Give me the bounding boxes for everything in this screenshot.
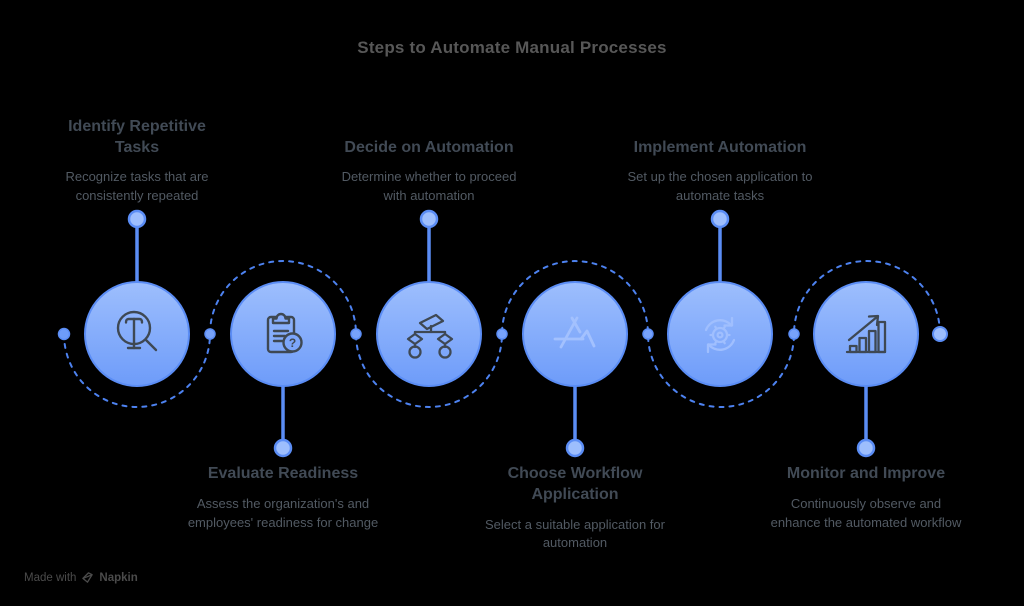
junction-dot <box>350 328 362 340</box>
step-node-implement <box>667 281 773 387</box>
app-store-icon <box>553 316 596 349</box>
junction-dot <box>496 328 508 340</box>
svg-text:?: ? <box>289 336 296 350</box>
junction-dot <box>204 328 216 340</box>
stem-dot <box>710 209 730 229</box>
growth-chart-icon <box>845 314 887 354</box>
step-description: Select a suitable application for automa… <box>485 516 665 551</box>
step-heading: Implement Automation <box>633 138 807 156</box>
step-text-evaluate: Evaluate Readiness Assess the organizati… <box>163 464 403 532</box>
stem-dot <box>273 438 293 458</box>
junction-dot <box>57 327 71 341</box>
gear-sync-icon <box>704 316 736 354</box>
text-search-icon <box>116 310 158 352</box>
stem-dot <box>856 438 876 458</box>
step-text-choose: Choose Workflow Application Select a sui… <box>455 464 695 553</box>
step-heading: Evaluate Readiness <box>207 465 359 482</box>
step-description: Assess the organization's and employees'… <box>187 495 379 530</box>
page-title: Steps to Automate Manual Processes <box>357 38 667 57</box>
serpentine-dashed-path <box>63 260 941 408</box>
napkin-logo-icon <box>82 572 94 583</box>
step-heading: Monitor and Improve <box>786 465 946 482</box>
junction-dot <box>788 328 800 340</box>
footer-brand-label: Napkin <box>99 571 138 584</box>
step-node-monitor <box>813 281 919 387</box>
junction-dot <box>932 326 948 342</box>
decision-flowchart-icon <box>406 313 454 359</box>
step-text-implement: Implement Automation Set up the chosen a… <box>600 100 840 206</box>
step-description: Set up the chosen application to automat… <box>627 169 813 204</box>
clipboard-question-icon: ? <box>266 312 303 354</box>
step-description: Continuously observe and enhance the aut… <box>770 495 962 530</box>
stem-dot <box>127 209 147 229</box>
junction-dot <box>642 328 654 340</box>
footer-credit: Made with Napkin <box>24 571 138 584</box>
step-node-identify <box>84 281 190 387</box>
step-text-decide: Decide on Automation Determine whether t… <box>309 100 549 206</box>
step-text-identify: Identify Repetitive Tasks Recognize task… <box>17 100 257 206</box>
step-heading: Decide on Automation <box>344 138 514 156</box>
stem-dot <box>419 209 439 229</box>
step-node-evaluate: ? <box>230 281 336 387</box>
step-heading: Identify Repetitive Tasks <box>68 117 206 156</box>
step-heading: Choose Workflow Application <box>507 465 643 503</box>
step-node-choose <box>522 281 628 387</box>
stem-dot <box>565 438 585 458</box>
footer-made-with-label: Made with <box>24 571 77 584</box>
step-text-monitor: Monitor and Improve Continuously observe… <box>746 464 986 532</box>
step-node-decide <box>376 281 482 387</box>
step-description: Recognize tasks that are consistently re… <box>65 169 209 204</box>
step-description: Determine whether to proceed with automa… <box>341 169 517 204</box>
